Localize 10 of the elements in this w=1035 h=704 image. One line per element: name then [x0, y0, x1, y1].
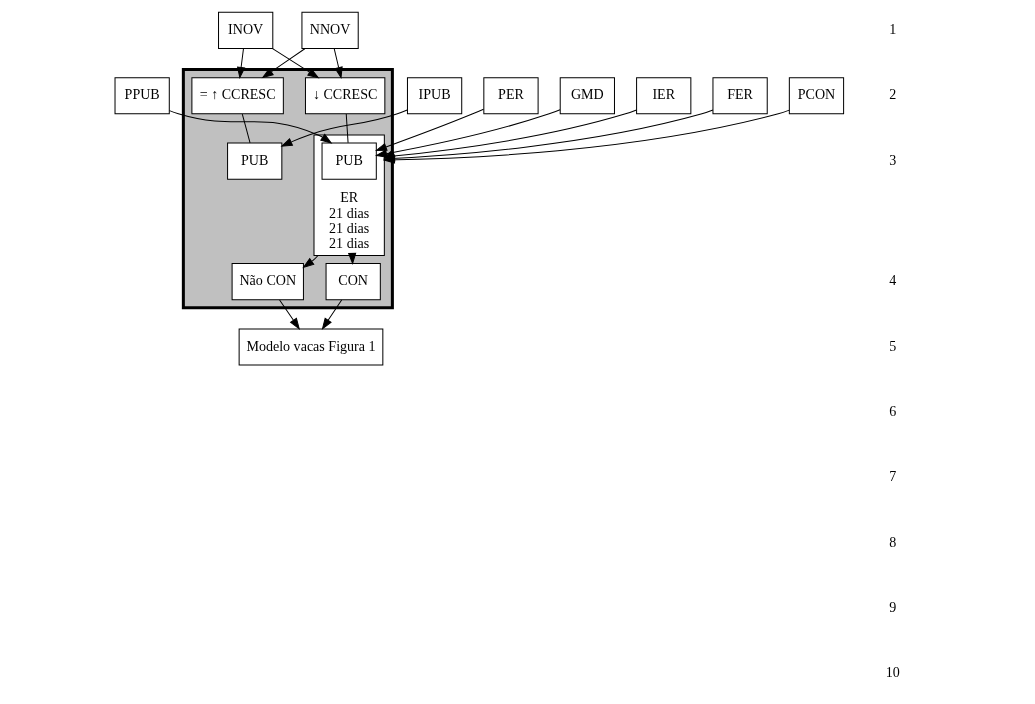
label: 1 [889, 21, 897, 38]
label: 10 [885, 664, 900, 681]
label: 7 [889, 468, 897, 485]
label: 3 [889, 151, 897, 168]
label: 8 [889, 533, 897, 550]
label: 9 [889, 598, 897, 615]
label: 6 [889, 403, 897, 420]
label: 2 [889, 86, 897, 103]
label: 4 [889, 272, 897, 289]
label: 5 [889, 337, 897, 354]
